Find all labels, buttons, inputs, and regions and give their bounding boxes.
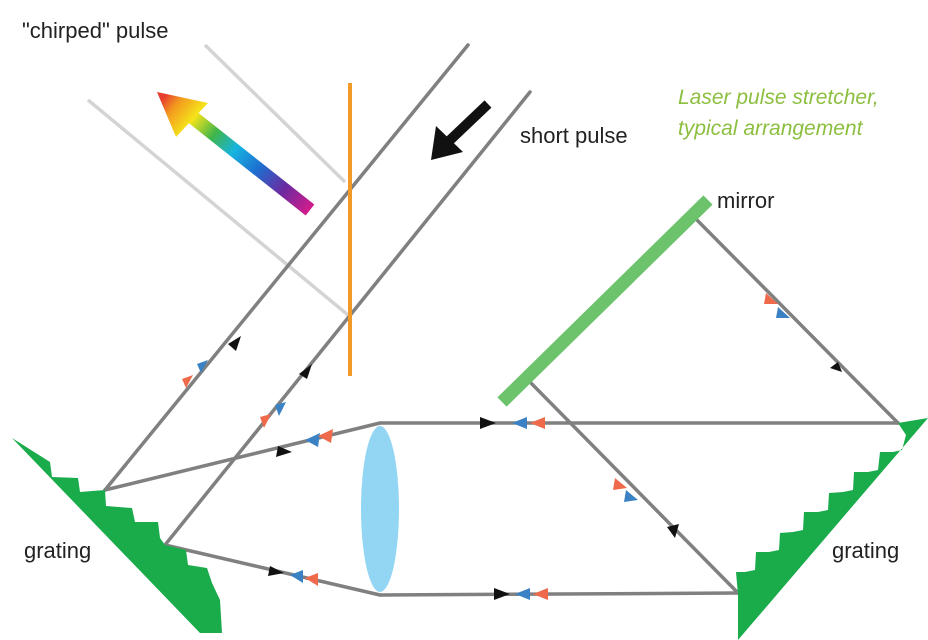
mirror-label: mirror — [717, 188, 774, 213]
beam-mirror-to-grating-right — [693, 216, 900, 425]
beam-lens-to-grating-bottom — [378, 591, 740, 597]
chirped-beam-upper — [203, 43, 347, 184]
chirped-pulse-label: "chirped" pulse — [22, 18, 168, 43]
direction-marker-red — [182, 293, 778, 600]
caption-line-2: typical arrangement — [678, 117, 864, 140]
black-arrow-icon — [431, 100, 492, 160]
beam-mirror-to-grating-bottom — [528, 380, 740, 595]
chirped-beam-lower — [86, 98, 350, 317]
lens — [361, 426, 399, 592]
caption-line-1: Laser pulse stretcher, — [678, 86, 879, 109]
direction-marker-blue — [197, 307, 790, 600]
direction-marker-black — [228, 336, 842, 600]
left-grating — [12, 438, 222, 633]
grating-left-label: grating — [24, 538, 91, 563]
grating-right-label: grating — [832, 538, 899, 563]
beam-top-left-lower — [163, 90, 532, 547]
mirror — [497, 195, 713, 407]
beam-top-left-upper — [103, 43, 470, 492]
right-grating — [736, 418, 928, 640]
beam-grating-to-lens-upper — [103, 421, 382, 492]
rainbow-arrow-icon — [157, 92, 315, 216]
short-pulse-label: short pulse — [520, 123, 628, 148]
